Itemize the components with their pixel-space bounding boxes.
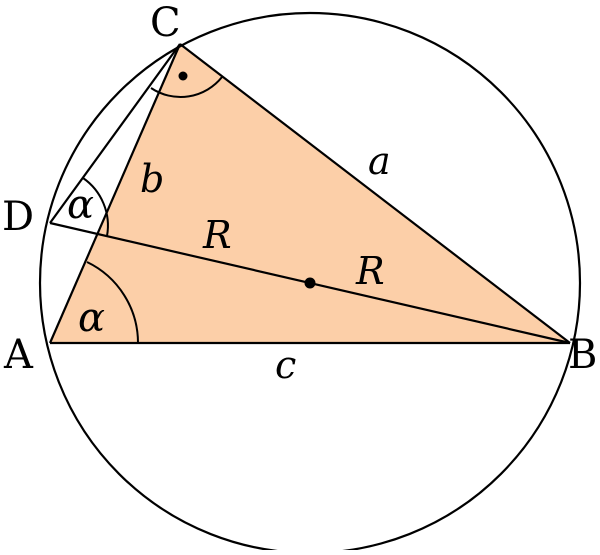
angle-label-A: α — [78, 295, 105, 341]
radius-label-2: R — [355, 249, 385, 293]
angle-label-D: α — [67, 182, 94, 228]
chord-DC — [49, 43, 181, 224]
angle-arc-A — [86, 261, 139, 344]
side-label-c: c — [275, 343, 296, 387]
point-label-B: B — [568, 332, 597, 378]
angle-arc-D — [82, 177, 109, 237]
point-label-A: A — [3, 332, 34, 378]
triangle-abc — [50, 44, 570, 343]
side-b-AC — [48, 43, 182, 344]
right-angle-arc-C — [150, 76, 223, 98]
side-label-b: b — [140, 157, 164, 201]
point-label-D: D — [2, 194, 34, 240]
side-label-a: a — [368, 139, 391, 183]
radius-label-1: R — [202, 213, 232, 257]
side-a-BC — [179, 43, 571, 344]
point-label-C: C — [150, 0, 181, 46]
right-angle-dot — [178, 71, 188, 81]
center-dot — [304, 277, 316, 289]
